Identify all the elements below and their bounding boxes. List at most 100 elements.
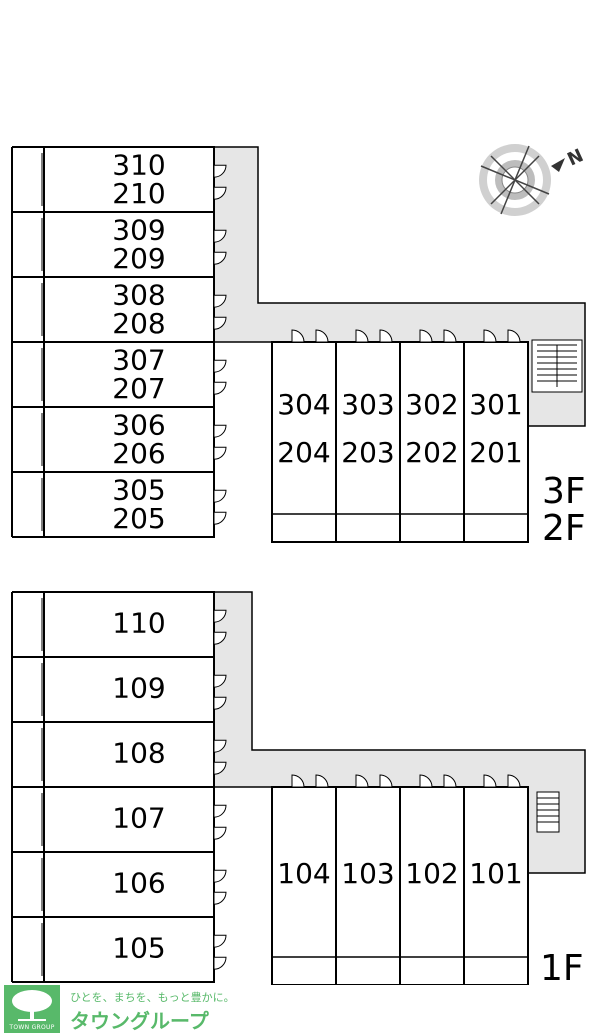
unit-number: 104 (277, 857, 330, 890)
door-icon (419, 329, 433, 343)
unit-row: 109 (12, 656, 227, 723)
unit-room (43, 786, 215, 853)
unit-number: 105 (112, 931, 165, 964)
unit-room (43, 276, 215, 343)
unit-row: 106 (12, 851, 227, 918)
door-icon (213, 511, 227, 525)
unit-room (43, 916, 215, 983)
door-icon (213, 609, 227, 623)
unit-room (43, 211, 215, 278)
unit-number: 207 (112, 372, 165, 405)
door-icon (213, 164, 227, 178)
door-icon (213, 674, 227, 688)
door-icon (507, 329, 521, 343)
door-icon (507, 774, 521, 788)
unit-number: 305 (112, 473, 165, 506)
door-icon (213, 826, 227, 840)
unit-number: 301 (469, 388, 522, 421)
logo-slogan: ひとを、まちを、もっと豊かに。 (70, 991, 235, 1004)
door-icon (213, 489, 227, 503)
unit-row: 110 (12, 591, 227, 658)
unit-number: 209 (112, 242, 165, 275)
unit-number: 203 (341, 436, 394, 469)
floor-label-1f: 1F (540, 948, 584, 985)
door-icon (213, 446, 227, 460)
unit-number: 304 (277, 388, 330, 421)
unit-room (43, 471, 215, 538)
unit-number: 307 (112, 343, 165, 376)
unit-number: 310 (112, 148, 165, 181)
door-icon (483, 774, 497, 788)
door-icon (379, 329, 393, 343)
door-icon (213, 761, 227, 775)
floor-label-2f: 2F (542, 508, 586, 549)
unit-row: 107 (12, 786, 227, 853)
unit-number: 309 (112, 213, 165, 246)
unit-column: 102 (399, 774, 465, 985)
door-icon (355, 774, 369, 788)
unit-number: 106 (112, 866, 165, 899)
door-icon (443, 774, 457, 788)
unit-number: 205 (112, 502, 165, 535)
unit-room (43, 341, 215, 408)
unit-number: 201 (469, 436, 522, 469)
door-icon (379, 774, 393, 788)
door-icon (355, 329, 369, 343)
upper-stairs (531, 339, 583, 393)
unit-number: 208 (112, 307, 165, 340)
unit-column: 101 (463, 774, 529, 985)
unit-room (463, 341, 529, 543)
door-icon (213, 934, 227, 948)
unit-row: 105 (12, 916, 227, 983)
door-icon (315, 774, 329, 788)
unit-room (399, 786, 465, 985)
door-icon (213, 424, 227, 438)
door-icon (213, 696, 227, 710)
door-icon (443, 329, 457, 343)
unit-number: 202 (405, 436, 458, 469)
door-icon (291, 329, 305, 343)
unit-number: 210 (112, 177, 165, 210)
unit-number: 206 (112, 437, 165, 470)
unit-number: 303 (341, 388, 394, 421)
door-icon (213, 956, 227, 970)
door-icon (213, 631, 227, 645)
unit-number: 110 (112, 606, 165, 639)
door-icon (213, 186, 227, 200)
floor-label-3f: 3F (542, 471, 586, 512)
unit-number: 308 (112, 278, 165, 311)
unit-room (43, 406, 215, 473)
unit-room (399, 341, 465, 543)
unit-room (43, 591, 215, 658)
unit-number: 108 (112, 736, 165, 769)
unit-number: 101 (469, 857, 522, 890)
unit-room (463, 786, 529, 985)
door-icon (213, 229, 227, 243)
door-icon (315, 329, 329, 343)
unit-row: 108 (12, 721, 227, 788)
logo-company-name: タウングループ (70, 1009, 209, 1033)
unit-room (335, 786, 401, 985)
unit-room (271, 341, 337, 543)
door-icon (213, 251, 227, 265)
door-icon (213, 891, 227, 905)
unit-column: 104 (271, 774, 337, 985)
logo-mark-text: TOWN GROUP (9, 1024, 55, 1031)
unit-number: 204 (277, 436, 330, 469)
door-icon (213, 294, 227, 308)
door-icon (213, 316, 227, 330)
door-icon (213, 381, 227, 395)
town-group-logo-mark: TOWN GROUP (4, 985, 60, 1033)
compass-icon: N (479, 144, 587, 216)
ground-left-units: 110 109 108 107 106 105 (11, 591, 227, 983)
